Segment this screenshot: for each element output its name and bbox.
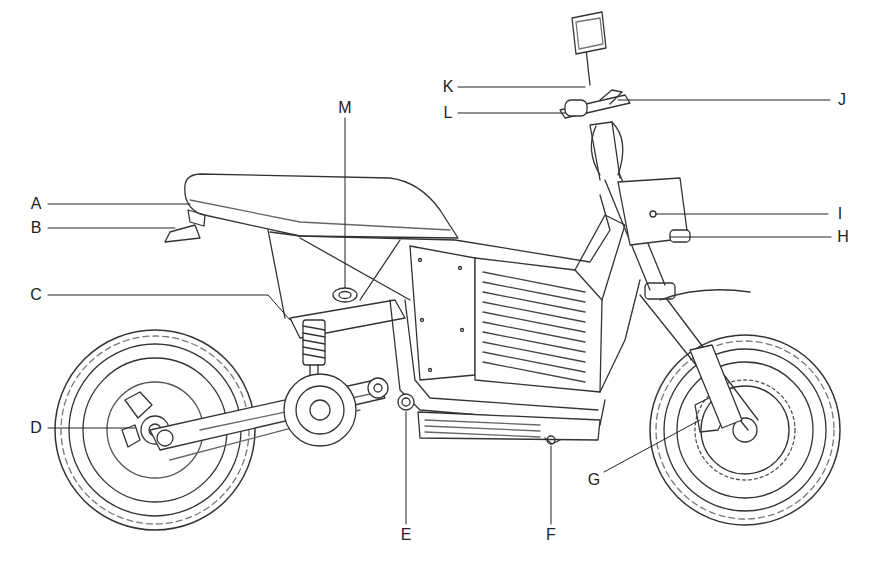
leader-lines bbox=[48, 87, 831, 524]
callout-letter: E bbox=[399, 526, 414, 544]
callout-letter: G bbox=[586, 471, 602, 489]
callout-letter: K bbox=[441, 78, 456, 96]
callout-letter: A bbox=[29, 195, 44, 213]
callout-letter: F bbox=[544, 526, 558, 544]
callout-letter: C bbox=[28, 286, 44, 304]
callout-letter: H bbox=[835, 228, 851, 246]
callout-letter: B bbox=[29, 219, 44, 237]
callout-letter: J bbox=[836, 91, 848, 109]
callout-letter: D bbox=[28, 419, 44, 437]
callout-letter: M bbox=[336, 99, 353, 117]
front-wheel bbox=[650, 335, 840, 525]
front-fork bbox=[605, 175, 758, 430]
rear-shock bbox=[303, 320, 325, 378]
callout-letter: L bbox=[442, 104, 455, 122]
callout-letter: I bbox=[836, 205, 844, 223]
